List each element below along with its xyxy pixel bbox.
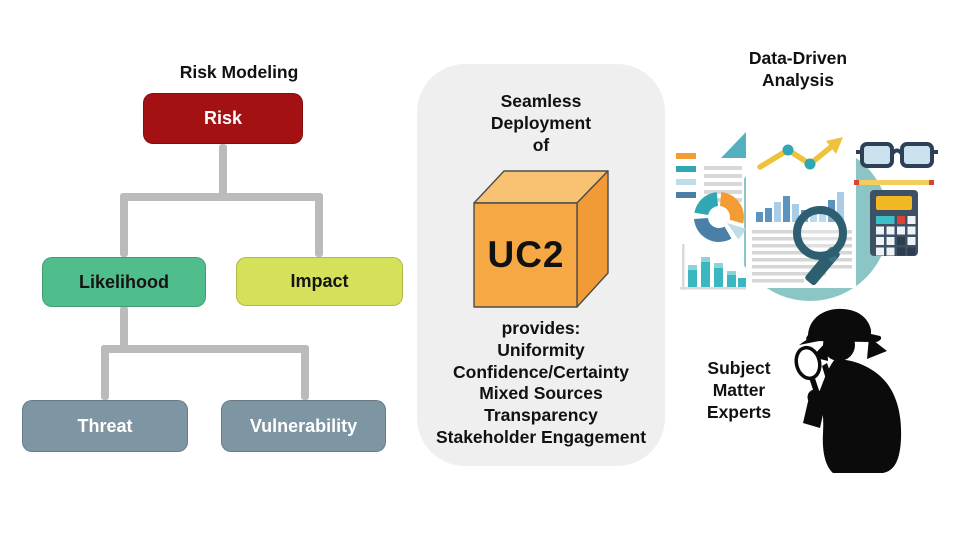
experts-title-line3: Experts bbox=[706, 402, 772, 422]
node-vulnerability-label: Vulnerability bbox=[249, 415, 358, 436]
calculator-icon bbox=[870, 190, 918, 256]
node-impact-label: Impact bbox=[290, 271, 349, 291]
detective-silhouette-icon bbox=[794, 308, 902, 473]
analysis-title-line1: Data-Driven bbox=[748, 48, 848, 68]
node-vulnerability: Vulnerability bbox=[221, 400, 386, 452]
provides-item-uniformity: Uniformity bbox=[497, 339, 585, 360]
line-chart-icon bbox=[757, 137, 843, 170]
tree-connector-level1-horizontal bbox=[120, 193, 323, 201]
experts-title-line1: Subject bbox=[707, 358, 771, 378]
small-bar-chart-icon bbox=[680, 244, 746, 290]
tree-connector-threat-up bbox=[101, 345, 109, 400]
risk-tree-title: Risk Modeling bbox=[179, 62, 299, 82]
uc2-cube-label: UC2 bbox=[487, 234, 565, 275]
provides-item-mixed-sources: Mixed Sources bbox=[479, 383, 603, 404]
analysis-title-line2: Analysis bbox=[762, 70, 834, 90]
pencil-icon bbox=[854, 180, 934, 185]
tree-connector-impact-up bbox=[315, 193, 323, 257]
data-driven-analysis-title: Data-Driven Analysis bbox=[713, 47, 883, 91]
node-threat: Threat bbox=[22, 400, 188, 452]
panel-heading-line1: Seamless bbox=[500, 91, 582, 111]
panel-heading-line3: of bbox=[532, 135, 550, 155]
node-threat-label: Threat bbox=[77, 415, 133, 436]
provides-label: provides: bbox=[501, 318, 581, 338]
uc2-cube-icon bbox=[473, 170, 609, 308]
tree-connector-likelihood-up bbox=[120, 193, 128, 257]
donut-chart-icon bbox=[694, 192, 746, 242]
node-likelihood-label: Likelihood bbox=[79, 271, 169, 292]
provides-item-stakeholder: Stakeholder Engagement bbox=[435, 426, 647, 447]
node-risk: Risk bbox=[143, 93, 303, 144]
subject-matter-experts-title: Subject Matter Experts bbox=[683, 357, 795, 423]
tree-connector-likelihood-down bbox=[120, 306, 128, 353]
provides-item-transparency: Transparency bbox=[484, 405, 598, 426]
legend-icon bbox=[676, 153, 696, 198]
provides-list: provides: Uniformity Confidence/Certaint… bbox=[417, 318, 665, 449]
tree-connector-level2-horizontal bbox=[101, 345, 309, 353]
panel-heading-line2: Deployment bbox=[490, 113, 592, 133]
node-impact: Impact bbox=[236, 257, 403, 306]
panel-heading: Seamless Deployment of bbox=[417, 90, 665, 156]
node-likelihood: Likelihood bbox=[42, 257, 206, 307]
magnifier-icon bbox=[793, 206, 847, 286]
data-analysis-illustration bbox=[676, 132, 938, 301]
provides-item-confidence: Confidence/Certainty bbox=[453, 361, 629, 382]
experts-title-line2: Matter bbox=[712, 380, 766, 400]
tree-connector-vulnerability-up bbox=[301, 345, 309, 400]
glasses-icon bbox=[856, 142, 938, 168]
node-risk-label: Risk bbox=[203, 108, 243, 128]
tree-connector-risk-down bbox=[219, 144, 227, 197]
